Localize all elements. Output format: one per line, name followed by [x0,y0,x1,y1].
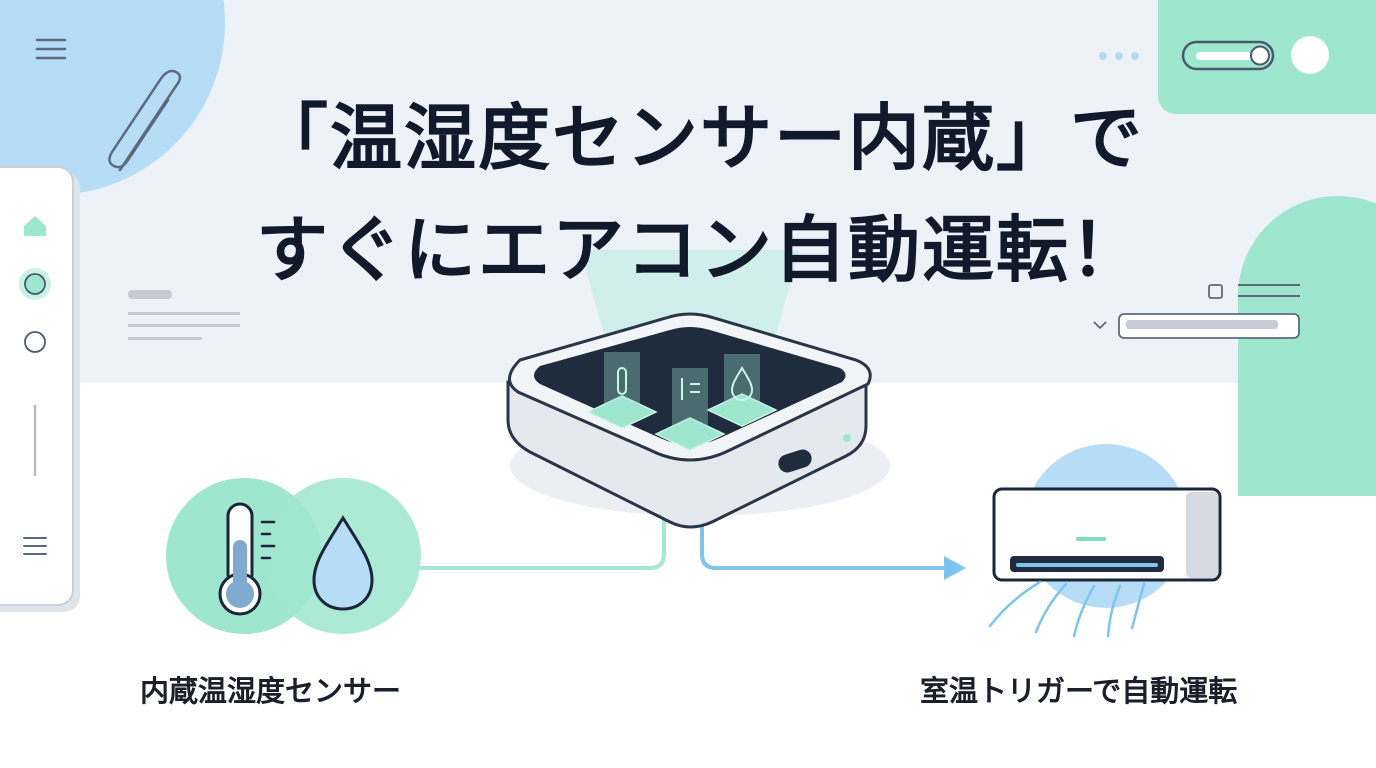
toggle-icon [1181,36,1329,74]
dots-icon [1099,52,1139,60]
menu-icon[interactable] [23,537,47,555]
headline-line-1: 「温湿度センサー内蔵」で [255,96,1144,180]
connector-line-mint [420,518,666,570]
trigger-label: 室温トリガーで自動運転 [920,674,1238,708]
side-panel [0,166,74,606]
nav-dot[interactable] [24,331,46,353]
headline: 「温湿度センサー内蔵」で すぐにエアコン自動運転！ [200,82,1200,306]
headline-line-2: すぐにエアコン自動運転！ [255,208,1144,292]
text-lines-left [128,290,240,340]
hamburger-icon [35,38,67,60]
form-lines-right [1093,284,1300,339]
decorative-blob-right [1238,196,1376,496]
thermometer-icon [218,502,276,616]
sensor-label: 内蔵温湿度センサー [140,674,402,708]
connector-line-blue [700,518,944,570]
hub-device-icon [506,312,890,529]
paperclip-icon [108,69,182,172]
arrow-head [944,556,966,580]
air-conditioner-icon [988,487,1222,638]
home-icon[interactable] [24,216,46,236]
water-drop-icon [312,515,374,611]
